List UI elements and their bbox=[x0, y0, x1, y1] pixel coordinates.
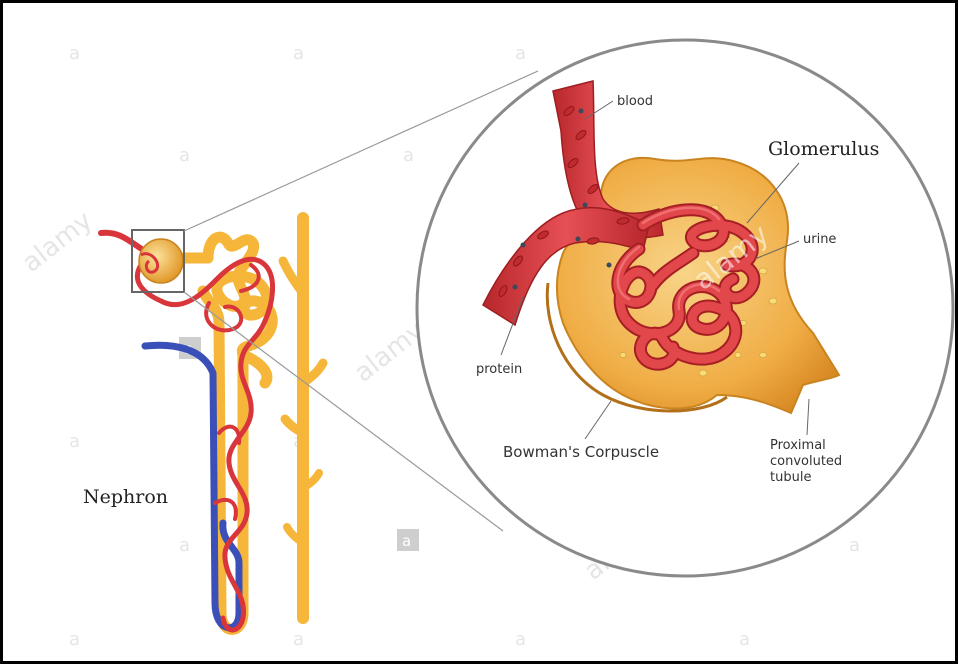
svg-text:a: a bbox=[69, 431, 80, 452]
label-protein: protein bbox=[476, 362, 522, 377]
nephron-diagram: a a a a a a a a a a a a a a a a bbox=[3, 3, 955, 661]
svg-text:a: a bbox=[515, 43, 526, 64]
label-bowmans-corpuscle: Bowman's Corpuscle bbox=[503, 443, 659, 461]
svg-text:a: a bbox=[179, 145, 190, 166]
magnified-corpuscle: blood Glomerulus urine protein Bowman's … bbox=[417, 40, 953, 576]
svg-text:a: a bbox=[293, 43, 304, 64]
label-urine: urine bbox=[803, 232, 836, 247]
collecting-duct bbox=[283, 218, 323, 618]
svg-text:alamy: alamy bbox=[17, 206, 98, 279]
label-proximal-tubule-line3: tubule bbox=[770, 470, 811, 485]
watermark-badge-box: a bbox=[397, 529, 419, 551]
label-proximal-tubule-line2: convoluted bbox=[770, 454, 842, 469]
svg-text:a: a bbox=[403, 145, 414, 166]
svg-text:a: a bbox=[849, 535, 860, 556]
svg-text:a: a bbox=[402, 532, 411, 550]
svg-text:a: a bbox=[179, 535, 190, 556]
label-glomerulus: Glomerulus bbox=[768, 138, 879, 160]
svg-text:a: a bbox=[515, 629, 526, 650]
svg-text:a: a bbox=[69, 43, 80, 64]
label-proximal-tubule-line1: Proximal bbox=[770, 438, 826, 453]
nephron-label: Nephron bbox=[83, 486, 168, 508]
svg-text:a: a bbox=[293, 629, 304, 650]
label-blood: blood bbox=[617, 94, 653, 109]
nephron-overview: Nephron bbox=[83, 218, 323, 630]
svg-text:a: a bbox=[69, 629, 80, 650]
svg-text:a: a bbox=[739, 629, 750, 650]
